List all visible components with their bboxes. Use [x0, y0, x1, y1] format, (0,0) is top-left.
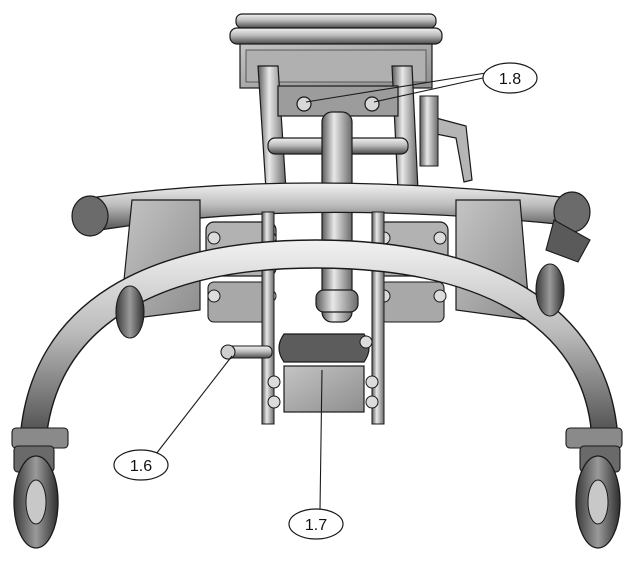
center-column	[315, 111, 359, 323]
caster-wheels	[11, 263, 623, 549]
plate-1-7	[283, 365, 365, 413]
lower-assembly	[220, 333, 379, 413]
bolt-1-8-right	[364, 96, 380, 112]
callout-1-7-label: 1.7	[305, 517, 327, 534]
callout-1-8-label: 1.8	[499, 71, 521, 88]
leader-lines	[155, 71, 493, 511]
callout-1-8: 1.8	[482, 62, 538, 94]
wheel-rear-right	[535, 263, 565, 317]
callout-1-7: 1.7	[288, 508, 344, 540]
callout-1-6: 1.6	[113, 449, 169, 481]
bolt-1-8-left	[296, 96, 312, 112]
wheel-rear-left	[115, 285, 145, 339]
callout-1-6-label: 1.6	[130, 458, 152, 475]
rear-crossbar	[71, 182, 591, 263]
